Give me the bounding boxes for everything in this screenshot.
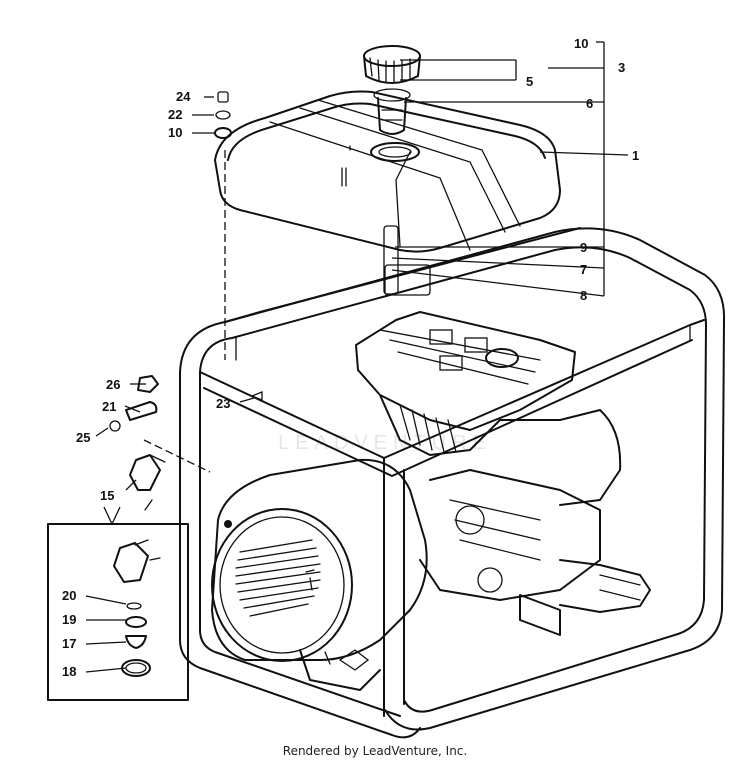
callout-17: 17 <box>62 636 76 651</box>
footer-credit: Rendered by LeadVenture, Inc. <box>282 744 468 758</box>
callout-5: 5 <box>526 74 533 89</box>
fuel-valve-inset <box>47 506 189 701</box>
callout-18: 18 <box>62 664 76 679</box>
callout-1: 1 <box>632 148 639 163</box>
roll-frame <box>179 227 726 739</box>
fuel-valve-hardware <box>109 375 166 511</box>
callout-23: 23 <box>216 396 230 411</box>
fuel-tank <box>214 90 561 296</box>
callout-7: 7 <box>580 262 587 277</box>
callout-8: 8 <box>580 288 587 303</box>
engine-assembly <box>355 311 651 636</box>
tank-mounting-hardware <box>214 91 232 139</box>
callout-6: 6 <box>586 96 593 111</box>
callout-24: 24 <box>176 89 191 104</box>
callout-10-left: 10 <box>168 125 182 140</box>
watermark: LEADVENTURE <box>278 432 492 454</box>
fuel-cap <box>363 45 421 135</box>
clip-part <box>250 391 263 401</box>
callout-25: 25 <box>76 430 90 445</box>
callout-3: 3 <box>618 60 625 75</box>
callout-19: 19 <box>62 612 76 627</box>
callout-9: 9 <box>580 240 587 255</box>
callout-22: 22 <box>168 107 182 122</box>
callout-10-top: 10 <box>574 36 588 51</box>
generator-end-cover <box>211 458 428 691</box>
callout-labels: 10 3 5 6 1 9 7 8 24 22 10 26 21 25 23 15… <box>62 36 639 679</box>
leader-lines <box>85 41 629 673</box>
callout-26: 26 <box>106 377 120 392</box>
callout-20: 20 <box>62 588 76 603</box>
callout-21: 21 <box>102 399 116 414</box>
callout-15: 15 <box>100 488 114 503</box>
